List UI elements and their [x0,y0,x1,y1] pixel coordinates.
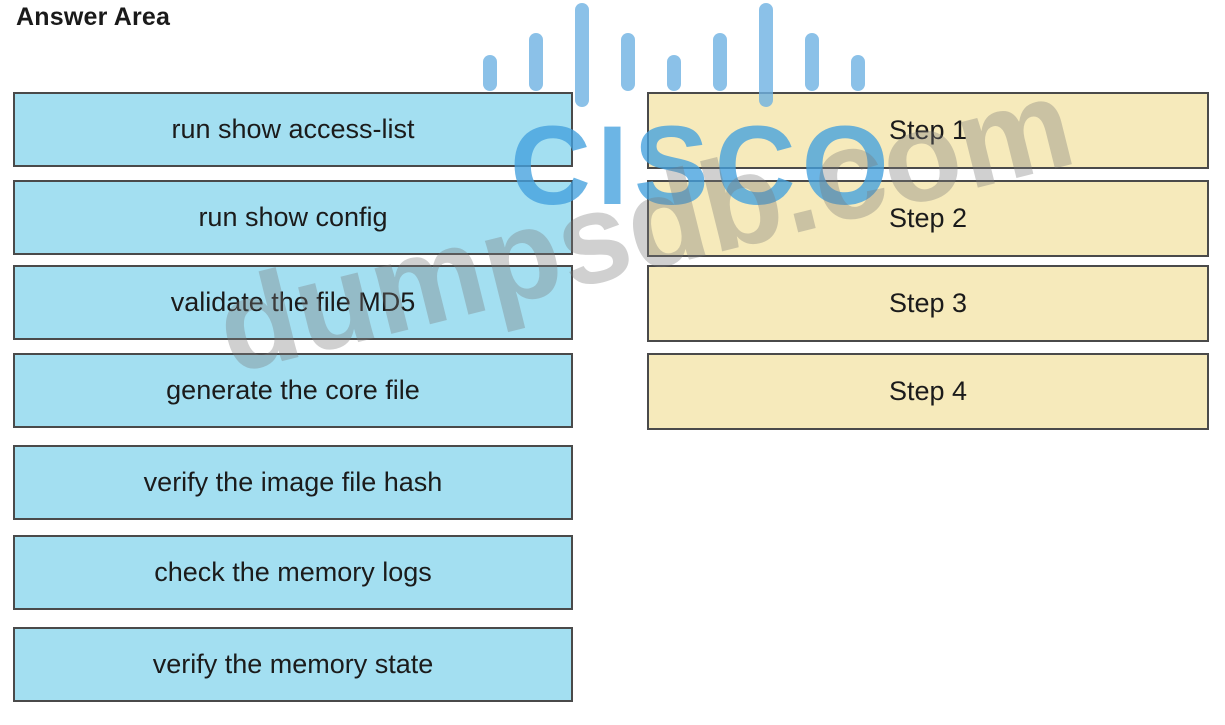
step-slot-1[interactable]: Step 1 [647,92,1209,169]
answer-item-generate-core-file[interactable]: generate the core file [13,353,573,428]
answer-item-verify-image-hash[interactable]: verify the image file hash [13,445,573,520]
step-slot-4[interactable]: Step 4 [647,353,1209,430]
answer-item-check-memory-logs[interactable]: check the memory logs [13,535,573,610]
answer-item-show-config[interactable]: run show config [13,180,573,255]
answer-area-title: Answer Area [16,3,171,31]
step-slot-3[interactable]: Step 3 [647,265,1209,342]
answer-item-show-access-list[interactable]: run show access-list [13,92,573,167]
answer-item-verify-memory-state[interactable]: verify the memory state [13,627,573,702]
step-slot-2[interactable]: Step 2 [647,180,1209,257]
answer-item-validate-md5[interactable]: validate the file MD5 [13,265,573,340]
